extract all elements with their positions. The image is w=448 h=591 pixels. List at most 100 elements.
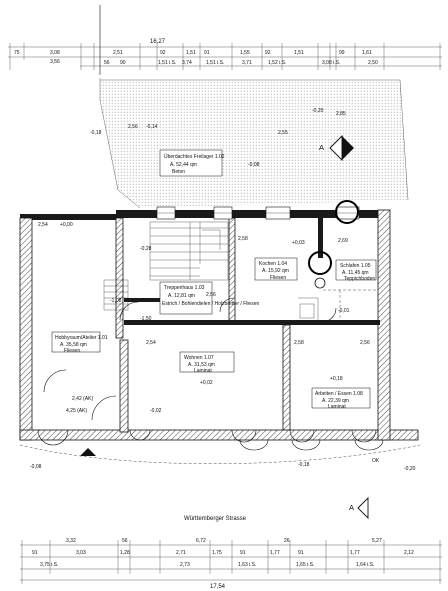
room-wohnen-name: Wohnen 1.07 [184,355,214,361]
level-stair-3: -1,50 [140,316,152,322]
room-nord-floor: Fliesen [64,348,80,354]
section-label-bottom: A [349,503,354,512]
room-stair-hall: Treppenhaus 1.03 A. 12,81 qm Estrich / B… [103,221,259,322]
dim-top-r2-9: 3,08 i.S. [322,60,340,66]
level-dach-4: -0,18 [90,130,102,136]
street-label: Württemberger Strasse [184,516,247,522]
level-wohnen-2: -0,02 [150,408,162,414]
dim-top-7: 1,55 [240,50,250,56]
dim-bot-r2-10: 2,12 [404,550,414,556]
section-marker-top: A [319,134,354,162]
south-windows [37,429,384,451]
height-arbeit: 2,58 [294,340,304,346]
height-nord: 2,54 [38,222,48,228]
room-wohnen-floor: Laminat [194,368,212,374]
room-arbeit-floor: Laminat [328,404,346,410]
dim-top-r2-8: 1,52 i.S. [268,60,286,66]
dim-bot-4: 26 [284,538,290,544]
height-schlafen: 2,69 [338,238,348,244]
room-treppe-area: A. 12,81 qm [168,293,195,299]
room-kochen-name: Kochen 1.04 [259,261,287,267]
room-kochen-floor: Fliesen [270,275,286,281]
dim-top-4: 92 [160,50,166,56]
dim-top-11: 1,61 [362,50,372,56]
height-wohnen: 2,54 [146,340,156,346]
room-nord-area: A. 35,58 qm [60,342,87,348]
exterior-marks: -0,08 -0,18 -0,20 OK [19,444,421,472]
exterior-level-3: -0,20 [404,466,416,472]
markup-circles [308,200,359,289]
dim-bot-r3-4: 1,65 i.S. [296,562,314,568]
room-treppe-floor: Estrich / Bohlendielen / Holzbretter / F… [162,301,259,307]
room-treppe-name: Treppenhaus 1.03 [164,285,205,291]
level-nord: +0,00 [60,222,73,228]
dim-bot-total: 17,54 [210,584,226,590]
room-arbeit-name: Arbeiten / Essen 1.08 [315,391,363,397]
room-schlafen: Schlafen 1.05 A. 11,45 qm Teppichboden 2… [321,238,378,323]
level-wohnen: +0,02 [200,380,213,386]
height-dach-2: 2,55 [278,130,288,136]
room-kochen: Kochen 1.04 A. 15,92 qm Fliesen 2,58 +0,… [238,236,319,322]
dim-top-1: 75 [14,50,20,56]
exterior-level-1: -0,08 [30,464,42,470]
height-kochen: 2,58 [238,236,248,242]
room-arbeiten: Arbeiten / Essen 1.08 A. 22,39 qm Lamina… [294,340,371,410]
dim-top-r2-2: 56 [104,60,110,66]
dim-bot-r3-3: 1,63 i.S. [238,562,256,568]
level-dach-1: -0,14 [146,124,158,130]
level-stair-1: -0,28 [140,246,152,252]
level-stair-2: -1,08 [110,298,122,304]
dim-top-6: 91 [204,50,210,56]
dim-bot-3: 6,72 [196,538,206,544]
dim-top-8: 92 [265,50,271,56]
room-schlafen-floor: Teppichboden [344,276,375,282]
dim-top-r2-1: 3,56 [50,59,60,65]
dim-bot-r2-1: 91 [32,550,38,556]
height-stair: 2,56 [206,292,216,298]
room-kochen-area: A. 15,92 qm [262,268,289,274]
exterior-level-2: -0,18 [298,462,310,468]
level-kochen: +0,03 [292,240,305,246]
dim-top-r2-7: 3,71 [242,60,252,66]
level-dach-3: -0,08 [248,162,260,168]
door-label-2: 2,42 (AK) [72,396,93,402]
height-dach-1: 2,56 [128,124,138,130]
height-dach-3: 2,85 [336,111,346,117]
dim-bot-r3-2: 2,73 [180,562,190,568]
level-dach-2: -0,20 [312,108,324,114]
dim-bot-1: 3,32 [66,538,76,544]
dim-bot-r2-5: 1,75 [212,550,222,556]
room-arbeit-area: A. 22,39 qm [322,398,349,404]
room-dach-name: Überdachtes Freilager 1.02 [164,153,225,160]
door-label-1: 4,25 (AK) [66,408,87,414]
dim-bot-2: 56 [122,538,128,544]
covered-storage-area: Überdachtes Freilager 1.02 A. 52,44 qm B… [90,5,409,209]
height-arbeit-2: 2,56 [360,340,370,346]
level-arbeit: +0,18 [330,376,343,382]
dim-bot-r2-6: 91 [240,550,246,556]
dim-top-r2-6: 1,51 i.S. [206,60,224,66]
dim-top-r2-5: 3,74 [182,60,192,66]
dim-bot-r2-3: 1,28 [120,550,130,556]
dim-top-r2-3: 90 [120,60,126,66]
dim-top-2: 3,08 [50,50,60,56]
room-wohnen-area: A. 31,53 qm [188,362,215,368]
dim-bot-r3-1: 3,75 i.S. [40,562,58,568]
dim-top-total: 16,27 [150,39,166,45]
building-walls [19,209,419,441]
room-schlafen-area: A. 11,45 qm [342,270,369,276]
room-dach-area: A. 52,44 qm [170,162,197,168]
dim-top-r2-4: 1,51 i.S. [158,60,176,66]
north-windows [156,206,360,220]
dim-bot-r2-7: 1,77 [270,550,280,556]
dim-top-9: 1,51 [294,50,304,56]
level-schlafen: -0,01 [338,308,350,314]
room-nord-name: Hobbyraum/Atelier 1.01 [55,335,108,341]
dim-top-10: 99 [339,50,345,56]
dim-top-5: 1,51 [186,50,196,56]
section-label-top: A [319,143,324,152]
section-marker-bottom: A [349,496,369,520]
room-nord: Hobbyraum/Atelier 1.01 A. 35,58 qm Flies… [38,222,117,421]
dim-bot-r3-5: 1,64 i.S. [356,562,374,568]
